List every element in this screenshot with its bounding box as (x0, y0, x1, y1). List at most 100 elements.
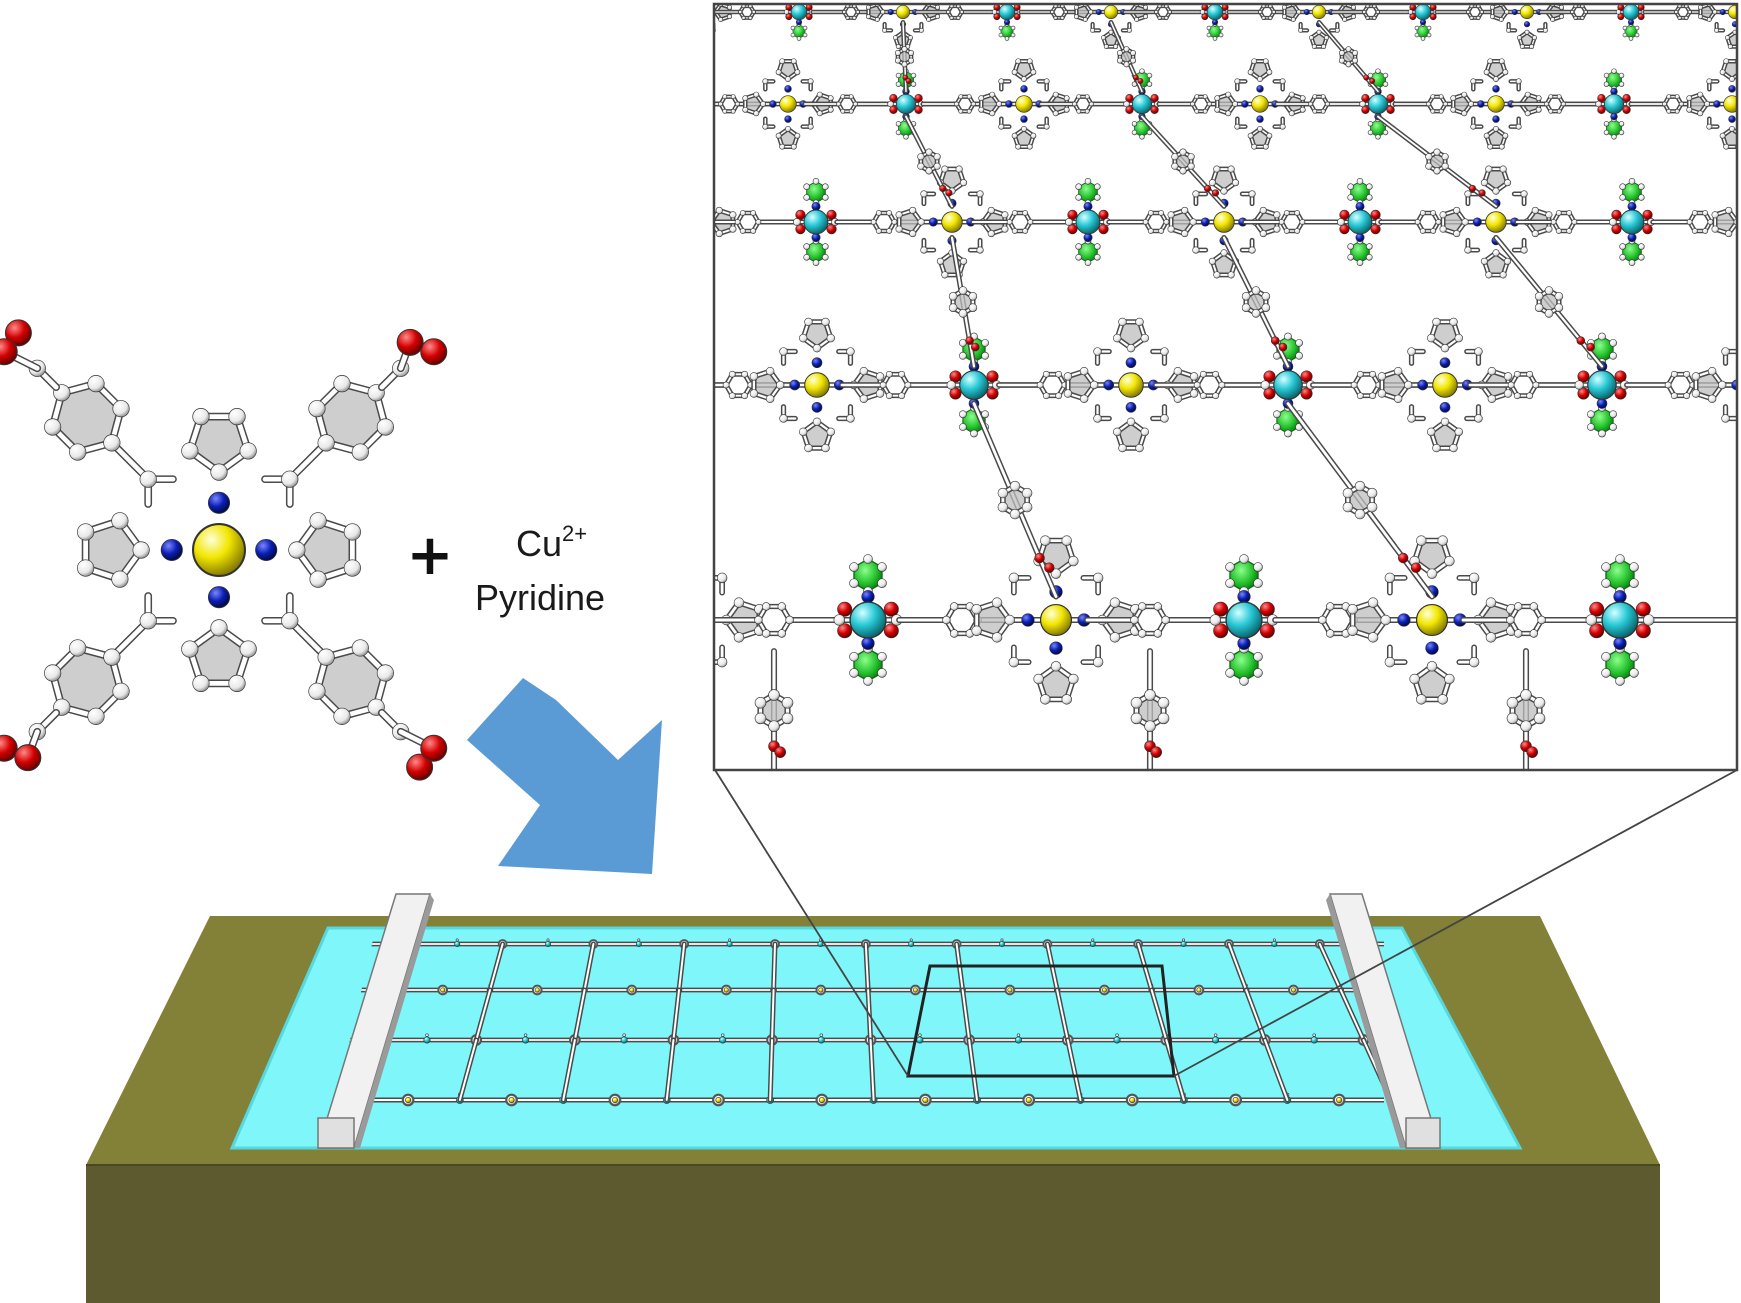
copper-paddlewheel-node (1608, 178, 1656, 266)
oxygen-atom (1614, 370, 1627, 383)
nitrogen-atom (1237, 636, 1251, 650)
porphyrin-node (531, 984, 543, 996)
oxygen-atom (0, 734, 18, 762)
plus-sign: + (407, 523, 454, 588)
phenyl-linker (970, 210, 1070, 234)
nitrogen-atom (667, 88, 674, 95)
nitrogen-atom (704, 9, 710, 15)
nitrogen-atom (1256, 85, 1264, 93)
nitrogen-atom (811, 201, 821, 211)
oxygen-atom (1270, 336, 1280, 345)
phenyl-linker (1510, 94, 1600, 114)
oxygen-atom (673, 388, 684, 399)
metal-center-atom (1432, 372, 1458, 398)
oxygen-atom (1478, 189, 1486, 197)
oxygen-atom (1259, 623, 1275, 639)
metal-center-atom (1039, 603, 1073, 637)
copper-atom (895, 93, 917, 115)
langmuir-film-grid (332, 938, 1384, 1107)
oxygen-atom (1589, 623, 1605, 639)
metal-center-atom (1723, 95, 1737, 113)
carboxyphenyl-linker (903, 114, 955, 209)
oxygen-atom (949, 387, 962, 400)
oxygen-atom (1213, 623, 1229, 639)
copper-atom (1075, 209, 1101, 235)
pyridine-label: Pyridine (475, 577, 605, 618)
oxygen-atom (1589, 601, 1605, 617)
oxygen-atom (1132, 74, 1139, 81)
carboxyphenyl-linker (894, 19, 915, 94)
phenyl-linker (802, 94, 892, 114)
nitrogen-atom (1003, 19, 1011, 26)
nitrogen-atom (714, 617, 715, 623)
oxygen-atom (1369, 78, 1376, 84)
phenyl-linker (714, 210, 798, 234)
reaction-arrow (467, 678, 662, 874)
framework-inset (633, 2, 1739, 772)
oxygen-atom (420, 338, 448, 366)
metal-center-atom (665, 605, 696, 636)
metal-center-atom (912, 987, 918, 993)
pyridine-ligand (649, 337, 671, 363)
nitrogen-atom (769, 100, 777, 108)
metal-center-atom (1311, 4, 1327, 20)
metal-center-atom (508, 1097, 515, 1103)
oxygen-atom (420, 734, 448, 762)
metal-center-atom (715, 1097, 722, 1103)
inset-border (712, 2, 1739, 772)
oxygen-atom (945, 189, 953, 197)
nitrogen-atom (1477, 100, 1485, 108)
copper-symbol: Cu (516, 523, 562, 564)
copper-atom (1089, 941, 1096, 947)
nitrogen-atom (1083, 233, 1093, 243)
porphyrin-node (505, 1093, 518, 1107)
nitrogen-atom (887, 8, 894, 16)
nitrogen-atom (1492, 85, 1500, 93)
copper-atom (1622, 4, 1640, 21)
nitrogen-atom (646, 614, 659, 627)
oxygen-atom (837, 623, 853, 639)
nitrogen-atom (1492, 115, 1500, 123)
copper-atom (1225, 601, 1263, 639)
trough (86, 893, 1660, 1303)
nitrogen-atom (655, 399, 665, 409)
oxygen-atom (1429, 13, 1437, 21)
copper-paddlewheel-node (633, 333, 687, 437)
nitrogen-atom (692, 21, 698, 27)
nitrogen-atom (1211, 19, 1219, 26)
oxygen-atom (774, 746, 786, 758)
oxygen-atom (1410, 562, 1422, 573)
oxygen-atom (396, 328, 424, 356)
nitrogen-atom (1021, 613, 1035, 627)
oxygen-atom (805, 13, 813, 21)
metal-center-atom (192, 523, 246, 577)
porphyrin-node (437, 984, 449, 996)
nitrogen-atom (676, 237, 684, 245)
nitrogen-atom (795, 19, 803, 26)
nitrogen-atom (655, 361, 665, 371)
oxygen-atom (1263, 387, 1276, 400)
porphyrin-node (910, 984, 921, 996)
nitrogen-atom (1125, 401, 1137, 413)
oxygen-atom (1204, 184, 1212, 193)
copper-atom (1310, 1036, 1318, 1044)
metal-center-atom (1487, 95, 1505, 113)
oxygen-atom (1213, 601, 1229, 617)
copper-atom (1367, 93, 1389, 115)
phenyl-linker (1242, 210, 1342, 234)
carboxyphenyl-linker (1139, 114, 1227, 209)
copper-atom (849, 601, 887, 639)
metal-center-atom (1196, 987, 1202, 993)
metal-center-atom (1232, 1097, 1239, 1103)
oxygen-atom (1409, 13, 1417, 21)
oxygen-atom (673, 371, 684, 382)
metal-center-atom (1118, 372, 1144, 398)
metal-center-atom (1007, 987, 1013, 993)
oxygen-atom (1339, 209, 1350, 220)
nitrogen-atom (811, 401, 823, 413)
phenyl-linker (1226, 4, 1308, 20)
lattice-row (692, 4, 1737, 50)
oxygen-atom (986, 370, 999, 383)
metal-center-atom (779, 95, 797, 113)
phenyl-linker (714, 602, 840, 638)
